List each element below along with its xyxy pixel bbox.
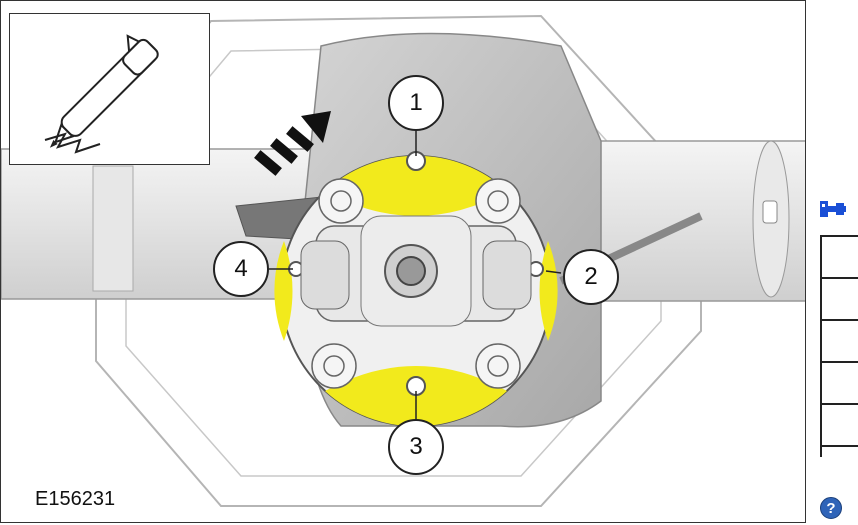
bolt-top-right-head — [487, 190, 509, 212]
u-joint-cap-right — [482, 240, 532, 310]
pinion-nut-center — [396, 256, 426, 286]
spec-table — [820, 235, 858, 457]
callout-3: 3 — [388, 419, 444, 475]
spec-row — [822, 405, 858, 447]
right-tube-slot — [762, 200, 778, 224]
highlight-right — [539, 241, 558, 341]
diagram-figure: 1 2 3 4 E156231 — [0, 0, 806, 523]
callout-2: 2 — [563, 249, 619, 305]
torque-wrench-icon[interactable] — [820, 199, 846, 219]
bolt-bottom-right-head — [487, 355, 509, 377]
highlight-top — [325, 155, 507, 216]
bolt-top-left-head — [330, 190, 352, 212]
help-icon[interactable]: ? — [820, 497, 842, 519]
highlight-left — [274, 241, 293, 341]
flange-bolts — [311, 178, 521, 389]
callout-4: 4 — [213, 241, 269, 297]
left-tube-collar — [92, 165, 134, 292]
direction-arrow — [254, 111, 331, 176]
inset-marker-pen — [9, 13, 210, 165]
side-panel: ? — [812, 195, 858, 525]
spec-row — [822, 363, 858, 405]
spec-row — [822, 321, 858, 363]
callout-1: 1 — [388, 75, 444, 131]
leader-2 — [545, 270, 562, 274]
u-joint-cap-left — [300, 240, 350, 310]
marker-pen-icon — [44, 34, 159, 154]
spec-row — [822, 237, 858, 279]
figure-id-label: E156231 — [35, 488, 116, 510]
spec-row — [822, 279, 858, 321]
bolt-bottom-left-head — [323, 355, 345, 377]
